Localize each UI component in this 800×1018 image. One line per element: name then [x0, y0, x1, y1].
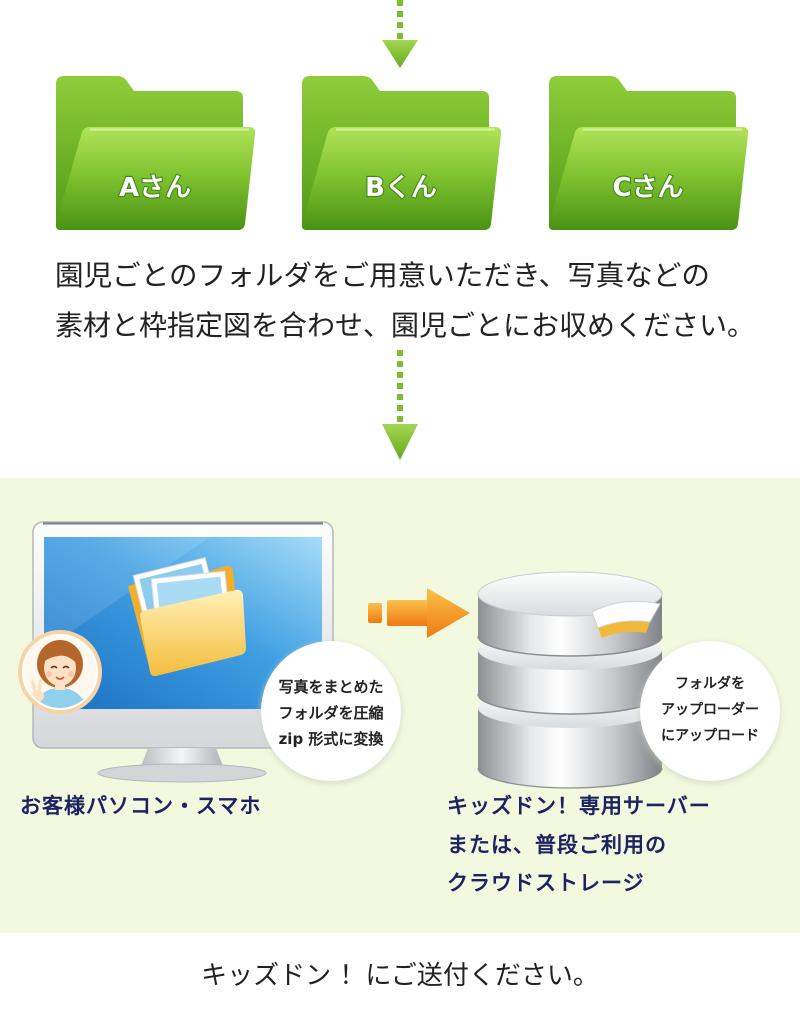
bubble-upload-line-3: にアップロード [661, 728, 759, 744]
server-label-line-3: クラウドストレージ [447, 871, 645, 895]
bubble-compress-line-1: 写真をまとめた [278, 678, 383, 696]
footer-text: キッズドン ！にご送付ください。 [201, 961, 599, 991]
bubble-upload: フォルダを アップローダー にアップロード [639, 641, 781, 784]
server-label-line-1: キッズドン！専用サーバー [447, 794, 711, 818]
client-device-label: お客様パソコン・スマホ [20, 794, 261, 818]
folder-icon [300, 75, 503, 231]
avatar [18, 630, 102, 714]
folder-label-b: Bくん [365, 173, 437, 203]
database-server-icon [477, 571, 663, 789]
arrow-down-icon [382, 0, 418, 68]
folder-c: Cさん [547, 75, 750, 231]
bubble-upload-line-2: アップローダー [661, 701, 759, 718]
folder-label-a: Aさん [119, 173, 191, 203]
bubble-compress: 写真をまとめた フォルダを圧縮 zip 形式に変換 [260, 641, 402, 784]
folder-icon [547, 75, 750, 231]
instruction-line-2: 素材と枠指定図を合わせ、園児ごとにお収めください。 [55, 309, 755, 342]
bubble-compress-line-2: フォルダを圧縮 [278, 704, 383, 722]
folder-b: Bくん [300, 75, 503, 231]
server-label-line-2: または、普段ご利用の [447, 833, 667, 857]
arrow-right-icon [368, 588, 470, 638]
arrow-down-icon [382, 350, 418, 460]
bubble-upload-line-1: フォルダを [675, 675, 745, 692]
folder-a: Aさん [54, 75, 257, 231]
folder-label-c: Cさん [612, 173, 683, 203]
photo-folder-icon [128, 557, 246, 677]
folder-icon [54, 75, 257, 231]
bubble-compress-line-3: zip 形式に変換 [279, 730, 385, 748]
instruction-line-1: 園児ごとのフォルダをご用意いただき、写真などの [55, 259, 710, 292]
